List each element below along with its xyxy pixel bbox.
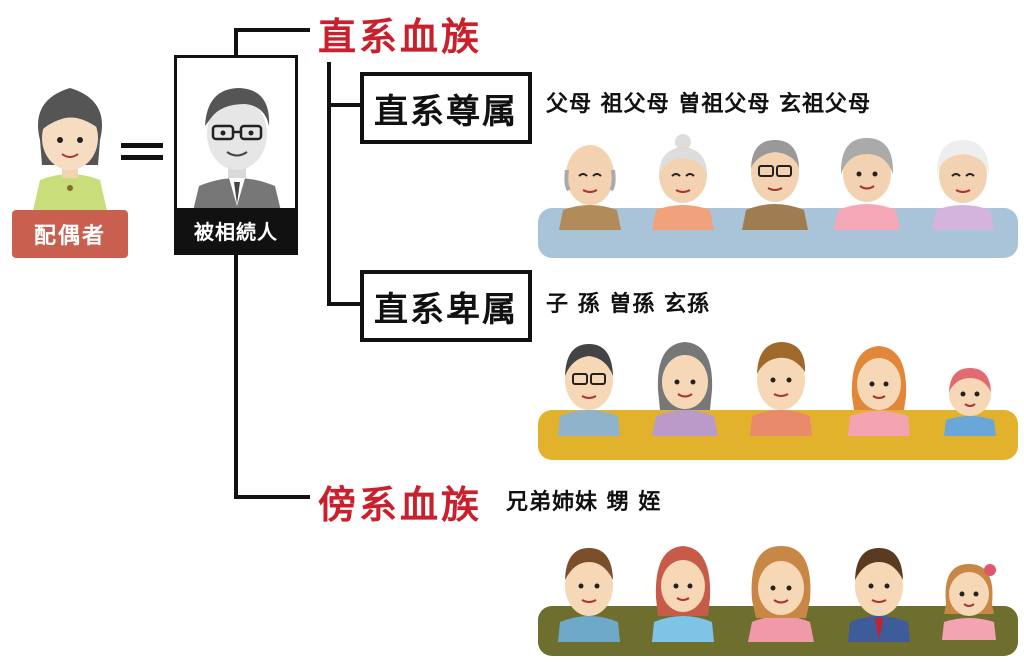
deceased-label-text: 被相続人 <box>194 219 278 244</box>
descendant-great-great-grandchild-illustration <box>944 368 996 436</box>
collateral-title: 傍系血族 <box>318 482 483 527</box>
ascendant-great-grandmother-illustration <box>834 138 900 230</box>
connector-to-lineal-title <box>234 28 310 32</box>
ascendants-label: 直系尊属 <box>374 91 518 132</box>
connector-lineal-vertical <box>327 62 331 306</box>
collateral-niece-illustration <box>942 564 996 640</box>
ascendants-members: 父母 祖父母 曽祖父母 玄祖父母 <box>546 92 871 117</box>
collateral-sister2-illustration <box>748 546 814 642</box>
descendant-grandchild-illustration <box>750 342 812 436</box>
equals-sign-bottom <box>121 155 163 160</box>
ascendant-grandfather-illustration <box>559 145 621 230</box>
deceased-card: 被相続人 <box>174 55 298 255</box>
ascendants-box: 直系尊属 <box>360 72 532 144</box>
deceased-label: 被相続人 <box>177 208 295 252</box>
ascendant-great-grandfather-illustration <box>742 140 808 230</box>
descendant-great-grandchild-illustration <box>848 346 910 436</box>
descendants-box: 直系卑属 <box>360 270 532 342</box>
spouse-badge: 配偶者 <box>12 210 128 258</box>
spouse-illustration <box>32 88 108 215</box>
collateral-sister-illustration <box>652 546 714 642</box>
equals-sign-top <box>121 143 163 148</box>
lineal-title: 直系血族 <box>318 14 483 59</box>
connector-up-from-deceased <box>234 30 238 57</box>
spouse-label-text: 配偶者 <box>33 224 106 249</box>
ascendant-great-great-grandmother-illustration <box>932 140 994 230</box>
ascendant-grandmother-illustration <box>652 134 714 230</box>
connector-to-collateral-title <box>234 495 310 499</box>
connector-down-from-deceased <box>234 255 238 499</box>
connector-to-descendants <box>327 302 361 306</box>
descendant-child-spouse-illustration <box>652 342 718 436</box>
descendants-label: 直系卑属 <box>374 289 518 330</box>
deceased-illustration <box>193 88 281 211</box>
descendants-members: 子 孫 曽孫 玄孫 <box>546 292 710 317</box>
collateral-nephew-illustration <box>848 548 910 642</box>
collateral-members: 兄弟姉妹 甥 姪 <box>506 490 662 515</box>
descendant-child-illustration <box>558 344 620 436</box>
collateral-brother-illustration <box>558 548 620 642</box>
connector-to-ascendants <box>327 103 361 107</box>
